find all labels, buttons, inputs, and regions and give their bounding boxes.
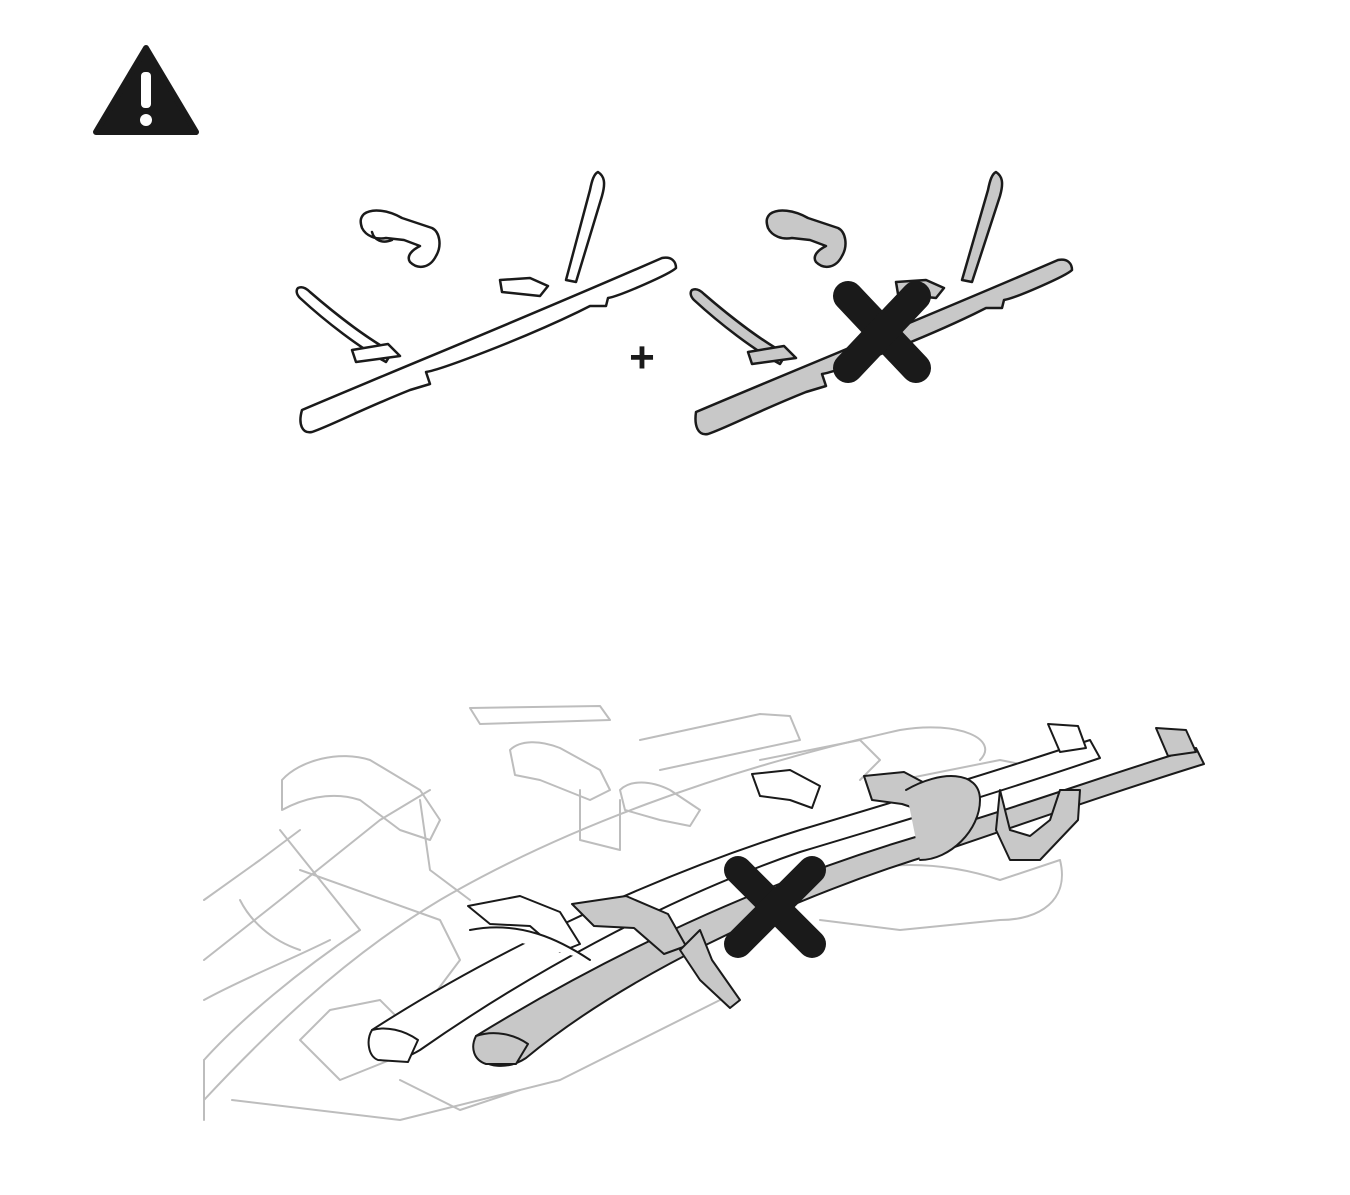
plus-sign: +: [629, 333, 655, 382]
